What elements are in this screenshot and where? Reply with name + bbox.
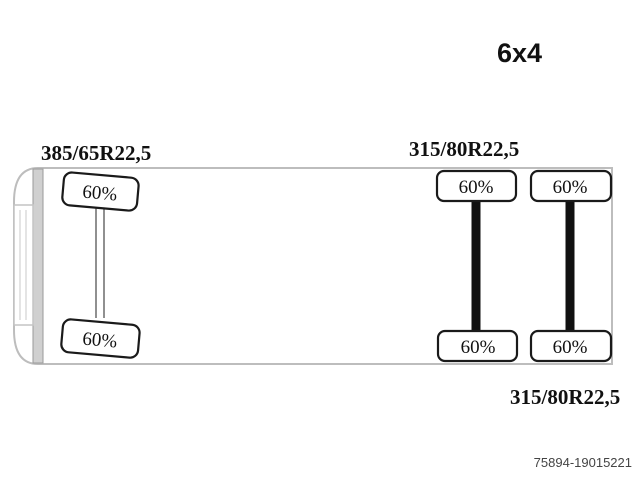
tire-tread-text: 60% xyxy=(461,337,496,358)
front-left-tire: 60% xyxy=(61,171,140,212)
tire-tread-text: 60% xyxy=(82,329,119,353)
tire-tread-text: 60% xyxy=(553,177,588,198)
rear-axle-1-right-tire: 60% xyxy=(436,329,519,363)
rear-axle-2-right-tire: 60% xyxy=(529,329,613,363)
tire-tread-text: 60% xyxy=(459,177,494,198)
tire-tread-text: 60% xyxy=(82,182,119,206)
chassis-outline xyxy=(13,167,613,365)
rear-axle-1-left-tire: 60% xyxy=(435,169,518,203)
rear-tire-size-label-bottom: 315/80R22,5 xyxy=(510,385,621,409)
cab-band xyxy=(32,168,44,364)
rear-tire-size-label-top: 315/80R22,5 xyxy=(409,137,520,161)
front-right-tire: 60% xyxy=(60,318,141,359)
front-tire-size-label: 385/65R22,5 xyxy=(41,141,152,165)
watermark-id: 75894-19015221 xyxy=(533,455,632,470)
rear-axle-2-left-tire: 60% xyxy=(529,169,613,203)
axle-configuration-title: 6x4 xyxy=(497,38,543,68)
tire-tread-text: 60% xyxy=(553,337,588,358)
cab-bumper xyxy=(13,204,34,326)
front-axle xyxy=(95,208,105,318)
